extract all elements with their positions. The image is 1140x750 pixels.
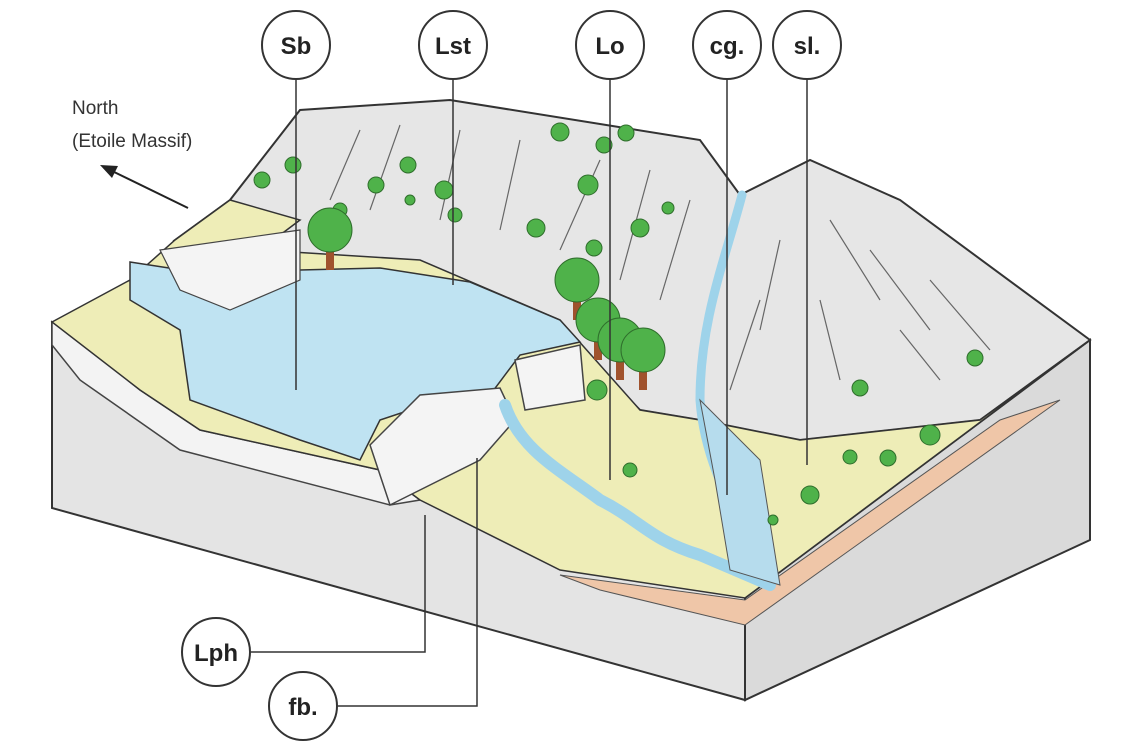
label-lst-text: Lst: [435, 33, 471, 60]
hatch-line: [869, 249, 931, 331]
bush-icon: [622, 462, 638, 478]
leader-fb: [338, 458, 478, 707]
bush-icon: [253, 171, 271, 189]
hatch-line: [559, 159, 601, 251]
label-sb-text: Sb: [281, 33, 312, 60]
bush-icon: [526, 218, 546, 238]
label-fb: fb.: [268, 671, 338, 741]
label-sb: Sb: [261, 10, 331, 80]
label-sl-text: sl.: [794, 33, 821, 60]
bush-icon: [554, 257, 600, 303]
hatch-line: [659, 199, 691, 301]
north-arrow-head-icon: [100, 165, 118, 178]
bush-icon: [595, 136, 613, 154]
hatch-line: [499, 139, 521, 231]
bush-icon: [307, 207, 353, 253]
bush-icon: [367, 176, 385, 194]
label-fb-text: fb.: [288, 694, 317, 721]
north-arrow: [109, 169, 189, 209]
hatch-line: [369, 124, 401, 211]
bush-icon: [550, 122, 570, 142]
bush-icon: [842, 449, 858, 465]
bush-icon: [434, 180, 454, 200]
bush-icon: [879, 449, 897, 467]
hatch-line: [759, 239, 781, 331]
hatch-line: [819, 299, 841, 381]
bush-icon: [617, 124, 635, 142]
bush-icon: [585, 239, 603, 257]
bush-icon: [800, 485, 820, 505]
bush-icon: [851, 379, 869, 397]
hatch-line: [329, 129, 361, 201]
bush-icon: [620, 327, 666, 373]
hatch-line: [439, 129, 461, 221]
label-lph: Lph: [181, 617, 251, 687]
label-lst: Lst: [418, 10, 488, 80]
label-lph-text: Lph: [194, 640, 238, 667]
sediment-layer: [559, 399, 1061, 626]
tufa-barrier-east: [514, 344, 586, 411]
bush-icon: [399, 156, 417, 174]
north-label: North: [72, 98, 118, 119]
hatch-line: [929, 279, 991, 351]
bush-icon: [661, 201, 675, 215]
north-sublabel: (Etoile Massif): [72, 131, 192, 152]
outlet-stream: [499, 399, 776, 591]
hatch-line: [729, 299, 761, 391]
label-lo: Lo: [575, 10, 645, 80]
trees: [253, 122, 984, 526]
leader-lph: [251, 515, 426, 653]
label-cg-text: cg.: [710, 33, 745, 60]
bush-icon: [586, 379, 608, 401]
bush-icon: [577, 174, 599, 196]
bush-icon: [447, 207, 463, 223]
alluvial-fan: [699, 398, 781, 586]
tufa-cascade-west: [159, 229, 301, 311]
label-sl: sl.: [772, 10, 842, 80]
label-lo-text: Lo: [595, 33, 624, 60]
leader-lines: [251, 80, 808, 707]
tufa-barrier: [369, 387, 516, 507]
hatch-line: [829, 219, 881, 301]
label-cg: cg.: [692, 10, 762, 80]
bush-icon: [404, 194, 416, 206]
bush-icon: [966, 349, 984, 367]
bush-icon: [919, 424, 941, 446]
bush-icon: [630, 218, 650, 238]
bush-icon: [284, 156, 302, 174]
bush-icon: [767, 514, 779, 526]
hatch-line: [899, 329, 941, 381]
